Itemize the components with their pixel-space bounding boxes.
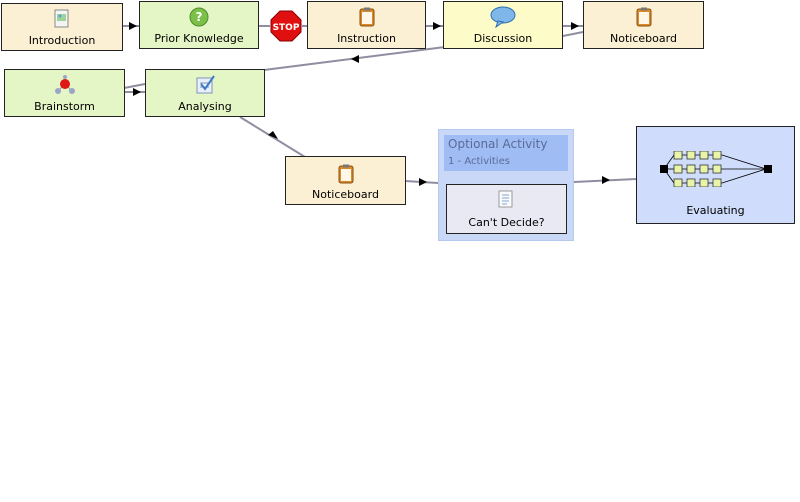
arrow-head (419, 178, 427, 186)
activity-discussion[interactable]: Discussion (443, 1, 563, 49)
activity-prior-knowledge[interactable]: ? Prior Knowledge (139, 1, 259, 49)
arrow-head (351, 55, 359, 63)
molecule-icon (54, 75, 75, 94)
stop-label: STOP (273, 23, 300, 33)
checklist-icon (196, 75, 215, 94)
notepad-icon (498, 190, 513, 208)
arrow-head (602, 176, 610, 184)
activity-label: Can't Decide? (468, 216, 545, 229)
activity-cant-decide[interactable]: Can't Decide? (446, 184, 567, 234)
activity-label: Noticeboard (610, 32, 677, 45)
activity-label: Analysing (178, 100, 232, 113)
branching-grid-icon (660, 151, 772, 187)
arrow-head (133, 88, 141, 96)
activity-noticeboard-mid[interactable]: Noticeboard (285, 156, 406, 205)
question-icon: ? (189, 7, 209, 27)
arrow-head (268, 131, 278, 139)
arrow-head (571, 22, 579, 30)
branching-evaluating[interactable]: Evaluating (636, 126, 795, 224)
speech-bubble-icon (490, 6, 516, 28)
stop-gate-icon[interactable]: STOP (270, 10, 302, 42)
clipboard-icon (359, 7, 374, 27)
activity-label: Noticeboard (312, 188, 379, 201)
activity-brainstorm[interactable]: Brainstorm (4, 69, 125, 117)
optional-activity-header: Optional Activity 1 - Activities (444, 135, 568, 171)
activity-label: Introduction (28, 34, 96, 47)
activity-noticeboard-top[interactable]: Noticeboard (583, 1, 704, 49)
clipboard-icon (636, 7, 651, 27)
image-document-icon (54, 9, 69, 28)
clipboard-icon (338, 164, 353, 184)
optional-activity-title: Optional Activity (448, 137, 548, 151)
svg-text:?: ? (196, 10, 203, 24)
activity-label: Brainstorm (34, 100, 95, 113)
activity-label: Discussion (473, 32, 533, 45)
activity-introduction[interactable]: Introduction (1, 3, 123, 51)
activity-label: Prior Knowledge (154, 32, 244, 45)
optional-activity-container[interactable]: Optional Activity 1 - Activities Can't D… (438, 129, 574, 241)
optional-activity-count: 1 - Activities (448, 156, 510, 167)
activity-instruction[interactable]: Instruction (307, 1, 426, 49)
arrow-head (129, 22, 137, 30)
activity-label: Instruction (337, 32, 396, 45)
activity-analysing[interactable]: Analysing (145, 69, 265, 117)
arrow-head (433, 22, 441, 30)
activity-label: Evaluating (686, 204, 745, 217)
